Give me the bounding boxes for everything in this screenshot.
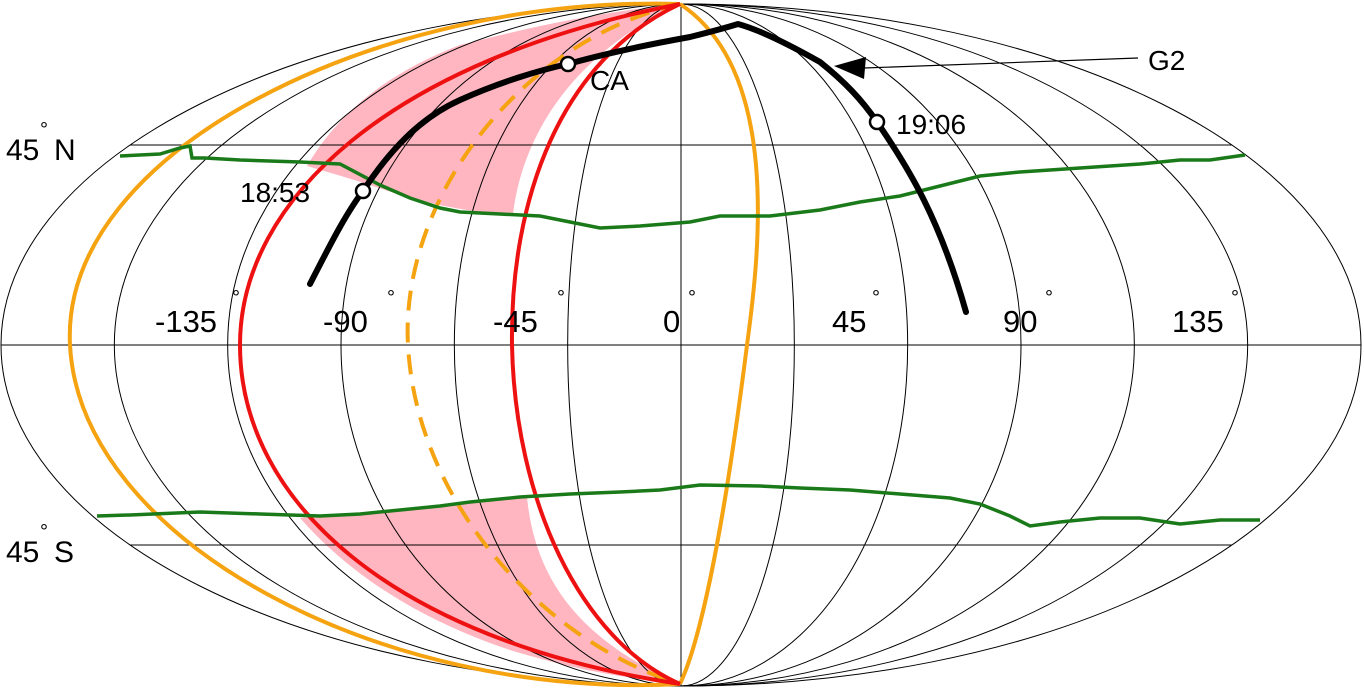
red-boundary-west xyxy=(237,2,681,686)
lon-label-minus-45: -45 xyxy=(493,304,538,339)
longitude-labels: -135 ° -90 ° -45 ° 0 ° 45 ° 90 ° 135 ° xyxy=(155,287,1239,339)
track-point-19-06 xyxy=(868,113,886,131)
latitude-labels: 45 ° N 45 ° S xyxy=(6,119,76,569)
track-point-label-ca: CA xyxy=(590,65,629,96)
green-boundary-north xyxy=(119,143,1246,230)
lon-deg-90: ° xyxy=(1045,287,1053,309)
lon-deg-minus-135: ° xyxy=(232,287,240,309)
orange-boundary-dashed xyxy=(405,2,681,686)
green-boundary-south xyxy=(96,483,1260,528)
lon-label-minus-135: -135 xyxy=(155,304,217,339)
lon-deg-45: ° xyxy=(872,287,880,309)
lon-label-45: 45 xyxy=(832,304,866,339)
lat-label-45s-deg: ° xyxy=(40,521,48,543)
g2-leader-line xyxy=(863,57,1139,69)
lon-label-90: 90 xyxy=(1003,304,1037,339)
lon-label-0: 0 xyxy=(663,304,680,339)
track-point-ca xyxy=(559,55,577,73)
track-point-label-18-53: 18:53 xyxy=(240,177,310,208)
track-point-18-53 xyxy=(354,182,372,200)
lon-deg-minus-45: ° xyxy=(557,287,565,309)
lat-label-45s-value: 45 xyxy=(6,536,39,569)
g2-track xyxy=(307,21,1139,315)
lat-label-45n-hemisphere: N xyxy=(54,134,76,167)
lat-label-45n-value: 45 xyxy=(6,134,39,167)
shaded-region-south xyxy=(300,497,680,684)
orange-boundaries xyxy=(67,1,760,688)
lat-label-45n-deg: ° xyxy=(40,119,48,141)
orange-boundary-east xyxy=(678,2,760,685)
lon-label-minus-90: -90 xyxy=(323,304,368,339)
red-boundaries xyxy=(237,2,681,686)
lon-deg-135: ° xyxy=(1231,287,1239,309)
g2-direction-arrowhead xyxy=(834,57,866,79)
orange-boundary-west xyxy=(67,1,681,688)
lat-label-45s-hemisphere: S xyxy=(54,536,74,569)
lon-deg-minus-90: ° xyxy=(387,287,395,309)
red-boundary-east xyxy=(509,2,681,686)
graticule xyxy=(0,3,1362,687)
track-label-g2: G2 xyxy=(1148,45,1185,76)
lon-label-135: 135 xyxy=(1172,304,1224,339)
lon-deg-0: ° xyxy=(688,287,696,309)
green-boundaries xyxy=(96,143,1260,528)
track-point-label-19-06: 19:06 xyxy=(896,109,966,140)
track-labels: G2 18:53 CA 19:06 xyxy=(240,45,1185,208)
